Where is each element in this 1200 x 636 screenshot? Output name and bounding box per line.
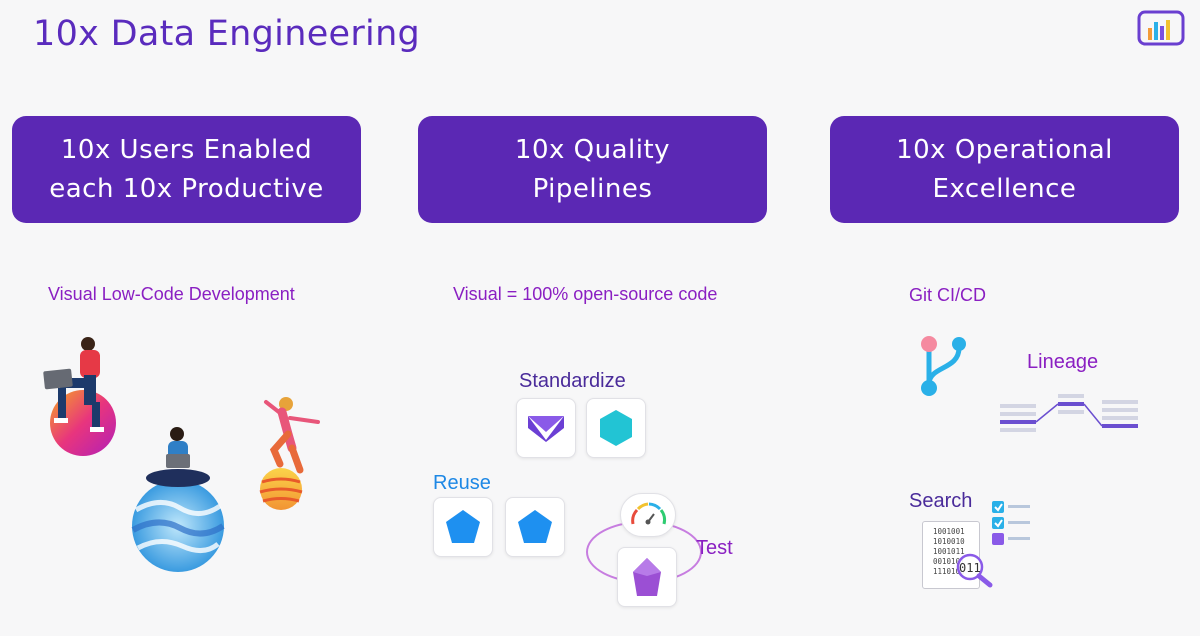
logo-icon <box>1137 10 1185 46</box>
binary-line: 1001011 <box>933 547 965 556</box>
header-line: 10x Users Enabled <box>60 134 313 165</box>
label-test: Test <box>696 537 733 559</box>
standardize-v-icon <box>528 416 564 442</box>
gauge-card <box>620 493 676 537</box>
subtitle-low-code: Visual Low-Code Development <box>48 284 295 304</box>
planet-icon <box>259 468 303 510</box>
hexagon-card <box>586 398 646 458</box>
subtitle-open-source: Visual = 100% open-source code <box>453 284 718 304</box>
header-quality-pipelines: 10x Quality Pipelines <box>418 116 767 223</box>
header-line: Pipelines <box>532 173 653 204</box>
subtitle-git-cicd: Git CI/CD <box>909 285 987 305</box>
header-line: 10x Operational <box>896 134 1113 165</box>
binary-line: 0010101 <box>933 557 965 566</box>
page-title: 10x Data Engineering <box>33 14 421 54</box>
git-branch-icon <box>921 336 966 396</box>
gauge-icon <box>631 502 666 525</box>
magnifier-text: 011 <box>959 561 981 575</box>
label-lineage: Lineage <box>1027 351 1099 373</box>
binary-line: 1110100 <box>933 567 965 576</box>
label-reuse: Reuse <box>433 472 491 494</box>
person-laptop-icon <box>43 337 104 432</box>
checklist-icon <box>992 501 1030 545</box>
binary-lines: 1001001 1010010 1001011 0010101 1110100 <box>923 522 979 577</box>
label-standardize: Standardize <box>519 370 626 392</box>
header-users-productive: 10x Users Enabled each 10x Productive <box>12 116 361 223</box>
magnifier-icon <box>956 553 993 588</box>
crystal-icon <box>633 558 661 596</box>
header-line: each 10x Productive <box>49 173 324 204</box>
person-laptop-icon <box>146 427 210 487</box>
low-code-illustration <box>43 337 320 572</box>
pentagon-icon <box>518 510 552 543</box>
header-line: Excellence <box>932 173 1077 204</box>
binary-line: 1001001 <box>933 527 965 536</box>
hexagon-icon <box>600 410 632 446</box>
header-operational-excellence: 10x Operational Excellence <box>830 116 1179 223</box>
lineage-icon <box>1000 394 1138 432</box>
binary-line: 1010010 <box>933 537 965 546</box>
pentagon-icon <box>446 510 480 543</box>
reuse-card <box>433 497 493 557</box>
person-dancing-icon <box>264 397 320 474</box>
reuse-card <box>505 497 565 557</box>
header-line: 10x Quality <box>514 134 671 165</box>
test-card <box>617 547 677 607</box>
planet-icon <box>131 480 225 572</box>
label-search: Search <box>909 490 973 512</box>
standardize-card <box>516 398 576 458</box>
